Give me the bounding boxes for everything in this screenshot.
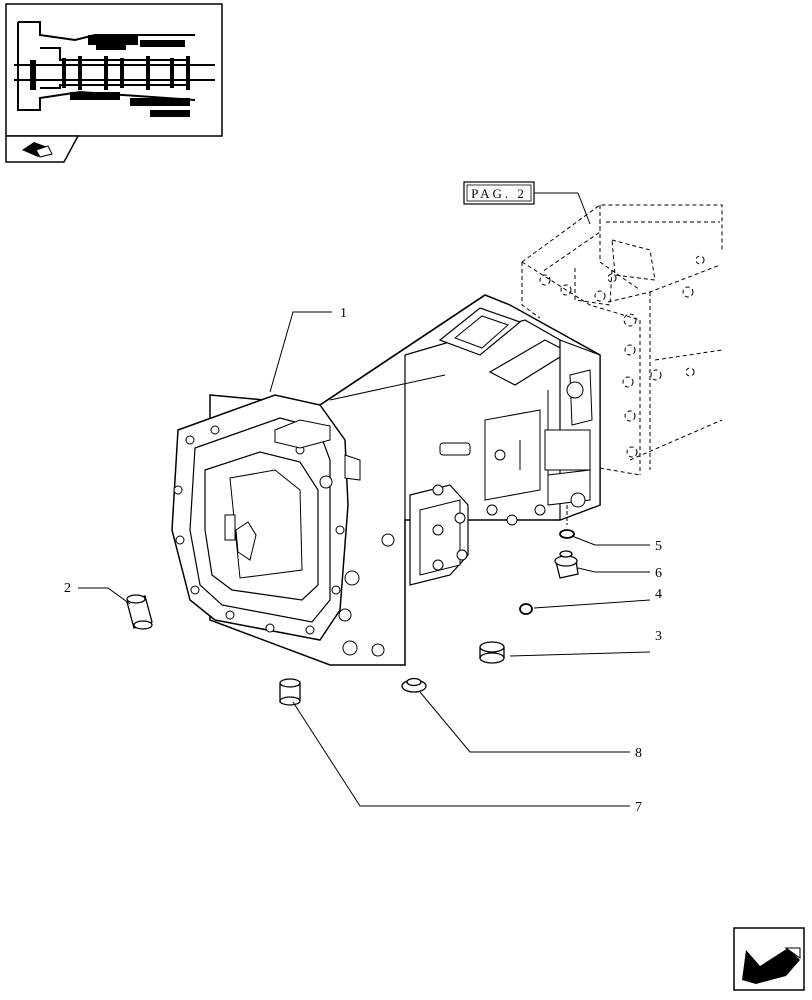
callout-7[interactable]: 7 [635,800,642,815]
rear-housing-phantom [521,204,723,476]
page-reference-box[interactable]: PAG. 2 [463,181,591,225]
callout-3[interactable]: 3 [655,629,662,644]
callout-6[interactable]: 6 [655,566,662,581]
callout-8[interactable]: 8 [635,746,642,761]
page-reference-label: PAG. 2 [471,186,527,201]
callout-4[interactable]: 4 [655,587,662,602]
next-page-arrow-icon[interactable] [733,927,805,991]
part-2-bushing[interactable] [126,594,153,630]
callout-2[interactable]: 2 [64,581,71,596]
part-5-o-ring[interactable] [559,529,575,539]
callout-1[interactable]: 1 [340,306,347,321]
part-8-plug[interactable] [401,677,427,693]
overview-thumbnail[interactable] [5,3,223,163]
book-arrow-icon [22,142,53,158]
part-4-o-ring[interactable] [519,603,533,615]
gearbox-housing[interactable] [171,294,601,666]
part-3-plug[interactable] [479,641,505,664]
callout-5[interactable]: 5 [655,539,662,554]
part-7-bushing[interactable] [279,678,301,706]
leader-lines [78,311,651,807]
part-6-plug[interactable] [554,550,579,579]
